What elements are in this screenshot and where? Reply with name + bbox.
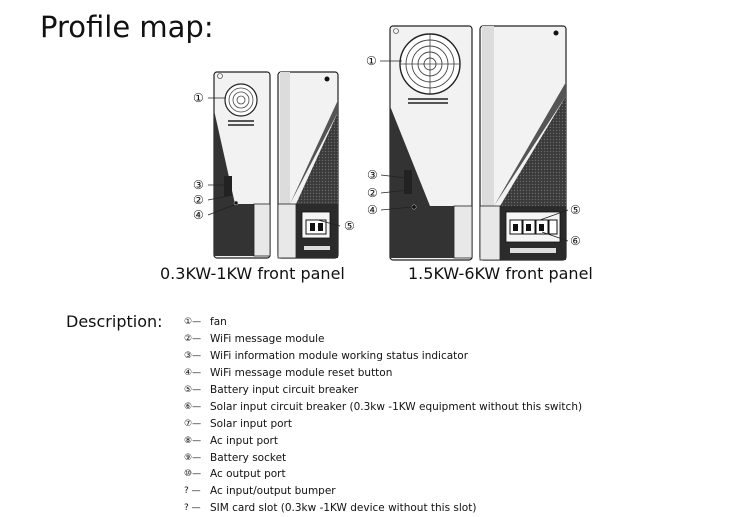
list-item: ②— WiFi message module <box>184 331 582 348</box>
list-item: ⑤— Battery input circuit breaker <box>184 382 582 399</box>
fan-icon <box>224 83 258 117</box>
battery-breaker-icon <box>301 211 331 239</box>
item-text: Ac output port <box>210 468 286 481</box>
list-item: ③— WiFi information module working status… <box>184 348 582 365</box>
item-text: fan <box>210 316 227 329</box>
item-text: SIM card slot (0.3kw -1KW device without… <box>210 502 477 515</box>
list-item: ⑥— Solar input circuit breaker (0.3kw -1K… <box>184 398 582 415</box>
callout-small-indicator: ③ <box>193 178 204 192</box>
callout-large-wifi-module: ② <box>367 186 378 200</box>
item-marker: ? — <box>184 486 201 497</box>
item-text: Solar input port <box>210 417 292 430</box>
breakers-icon <box>505 211 561 243</box>
item-text: Ac input port <box>210 434 278 447</box>
callout-large-solar-breaker: ⑥ <box>570 234 581 248</box>
item-marker: ④— <box>184 368 202 379</box>
item-text: Solar input circuit breaker (0.3kw -1KW … <box>210 400 583 413</box>
list-item: ? — SIM card slot (0.3kw -1KW device with… <box>184 500 582 517</box>
item-marker: ⑧— <box>184 435 202 446</box>
description-list: ①— fan ②— WiFi message module ③— WiFi infor… <box>184 314 582 517</box>
item-marker: ? — <box>184 503 201 514</box>
description-heading: Description: <box>66 312 163 331</box>
list-item: ⑦— Solar input port <box>184 415 582 432</box>
item-marker: ③— <box>184 351 202 362</box>
item-text: WiFi message module <box>210 333 325 346</box>
list-item: ⑧— Ac input port <box>184 432 582 449</box>
item-marker: ⑨— <box>184 452 202 463</box>
item-marker: ⑤— <box>184 385 202 395</box>
callout-lines <box>207 60 569 242</box>
list-item: ④— WiFi message module reset button <box>184 365 582 382</box>
large-panel-label: 1.5KW-6KW front panel <box>408 264 593 283</box>
page-title: Profile map: <box>40 10 214 44</box>
small-panel-label: 0.3KW-1KW front panel <box>160 264 345 283</box>
list-item: ? — Ac input/output bumper <box>184 483 582 500</box>
item-marker: ①— <box>184 317 202 328</box>
large-side-view <box>389 25 473 261</box>
item-text: Battery input circuit breaker <box>210 384 359 396</box>
callout-large-reset: ④ <box>367 203 378 217</box>
callout-large-indicator: ③ <box>367 168 378 182</box>
item-marker: ②— <box>184 334 202 345</box>
list-item: ⑨— Battery socket <box>184 449 582 466</box>
callout-small-battery-breaker: ⑤ <box>344 219 355 233</box>
callout-large-fan: ① <box>366 54 377 68</box>
item-marker: ⑥— <box>184 401 202 412</box>
item-text: Battery socket <box>210 451 287 464</box>
list-item: ⑩— Ac output port <box>184 466 582 483</box>
item-marker: ⑩— <box>184 469 202 480</box>
small-side-view <box>213 71 271 259</box>
callout-small-fan: ① <box>193 91 204 105</box>
item-text: WiFi information module working status i… <box>210 350 469 363</box>
item-text: WiFi message module reset button <box>210 367 393 380</box>
callout-small-reset: ④ <box>193 208 204 222</box>
item-marker: ⑦— <box>184 418 202 429</box>
fan-icon <box>399 33 461 95</box>
list-item: ①— fan <box>184 314 582 331</box>
large-front-view <box>479 25 567 261</box>
callout-large-battery-breaker: ⑤ <box>570 203 581 217</box>
callout-small-wifi-module: ② <box>193 193 204 207</box>
item-text: Ac input/output bumper <box>210 485 336 498</box>
small-front-view <box>277 71 339 259</box>
